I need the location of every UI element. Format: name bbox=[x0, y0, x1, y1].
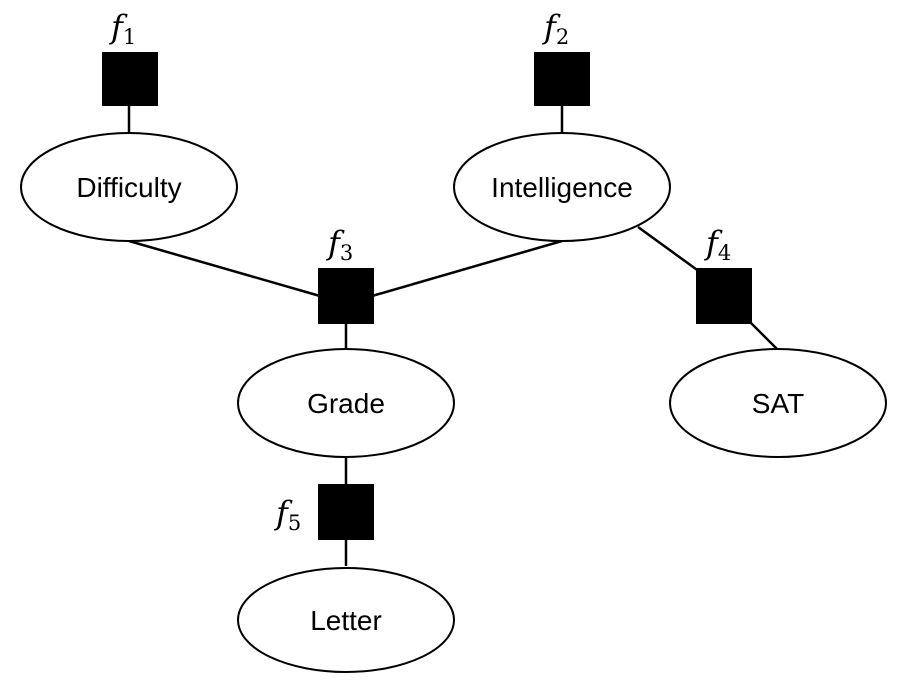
factor-f3: f3 bbox=[318, 224, 374, 324]
factor-f3-box bbox=[318, 268, 374, 324]
factor-f2-box bbox=[534, 52, 590, 106]
node-difficulty-label: Difficulty bbox=[76, 172, 181, 203]
node-grade-ellipse bbox=[237, 348, 455, 458]
node-intelligence-ellipse bbox=[453, 132, 671, 242]
node-intelligence-label: Intelligence bbox=[491, 172, 633, 203]
node-sat-ellipse bbox=[669, 348, 887, 458]
node-difficulty: Difficulty bbox=[20, 132, 238, 242]
edge-f4-sat bbox=[747, 319, 779, 351]
edge-intelligence-f3 bbox=[371, 239, 563, 298]
factor-f5-box bbox=[318, 484, 374, 540]
node-letter-label: Letter bbox=[310, 605, 382, 636]
node-grade: Grade bbox=[237, 348, 455, 458]
factor-f2-subscript: 2 bbox=[556, 25, 569, 49]
edge-difficulty-f3 bbox=[128, 239, 321, 298]
node-sat: SAT bbox=[669, 348, 887, 458]
factor-f5-subscript: 5 bbox=[288, 511, 301, 535]
factor-f3-subscript: 3 bbox=[340, 241, 353, 265]
node-intelligence: Intelligence bbox=[453, 132, 671, 242]
node-sat-label: SAT bbox=[752, 388, 804, 419]
factor-f5: f5 bbox=[274, 484, 374, 540]
node-letter: Letter bbox=[237, 567, 455, 673]
factor-f1-subscript: 1 bbox=[123, 25, 136, 49]
factor-f1-box bbox=[102, 52, 158, 106]
factor-f4-box bbox=[696, 268, 752, 324]
factor-f2-label: f2 bbox=[542, 8, 569, 49]
factor-f5-label: f5 bbox=[274, 494, 301, 535]
factor-f4-label: f4 bbox=[704, 224, 731, 265]
factor-f1-label: f1 bbox=[109, 8, 136, 49]
node-letter-ellipse bbox=[237, 567, 455, 673]
factor-f4: f4 bbox=[696, 224, 752, 324]
node-difficulty-ellipse bbox=[20, 132, 238, 242]
edge-intelligence-f4 bbox=[637, 225, 701, 274]
factor-f4-subscript: 4 bbox=[718, 241, 731, 265]
node-grade-label: Grade bbox=[307, 388, 385, 419]
factor-f3-label: f3 bbox=[326, 224, 353, 265]
factor-f2: f2 bbox=[534, 8, 590, 106]
factor-f1: f1 bbox=[102, 8, 158, 106]
